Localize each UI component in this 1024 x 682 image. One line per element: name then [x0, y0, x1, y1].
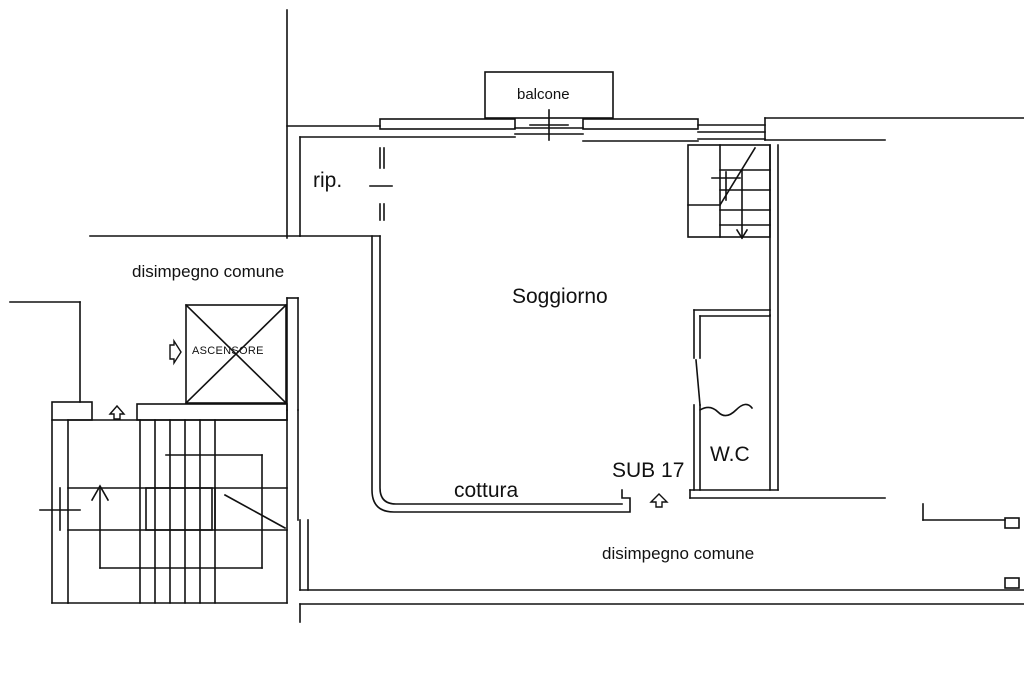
arrow-right-outline-icon	[169, 338, 182, 366]
rip-label: rip.	[313, 169, 343, 192]
outer-walls	[9, 9, 1024, 403]
wc	[689, 309, 886, 499]
top-wall	[299, 118, 766, 142]
wc-label: W.C	[710, 443, 750, 466]
kitchen-wall	[299, 235, 631, 513]
stairwell	[39, 401, 299, 604]
disimpegno-bottom-label: disimpegno comune	[602, 544, 755, 563]
corridor	[299, 503, 1024, 623]
elevator	[184, 297, 299, 411]
right-wall	[769, 144, 779, 491]
arrow-up-outline-icon	[649, 493, 669, 508]
cottura-label: cottura	[454, 479, 519, 502]
ripostiglio	[299, 136, 393, 237]
ascensore-label: ASCENSORE	[192, 345, 264, 357]
balcony	[484, 71, 614, 141]
arrow-up-outline-icon	[108, 404, 126, 420]
sub-label: SUB 17	[612, 459, 685, 482]
soggiorno-label: Soggiorno	[512, 285, 608, 308]
disimpegno-top-label: disimpegno comune	[132, 262, 285, 281]
balcone-label: balcone	[517, 86, 570, 103]
